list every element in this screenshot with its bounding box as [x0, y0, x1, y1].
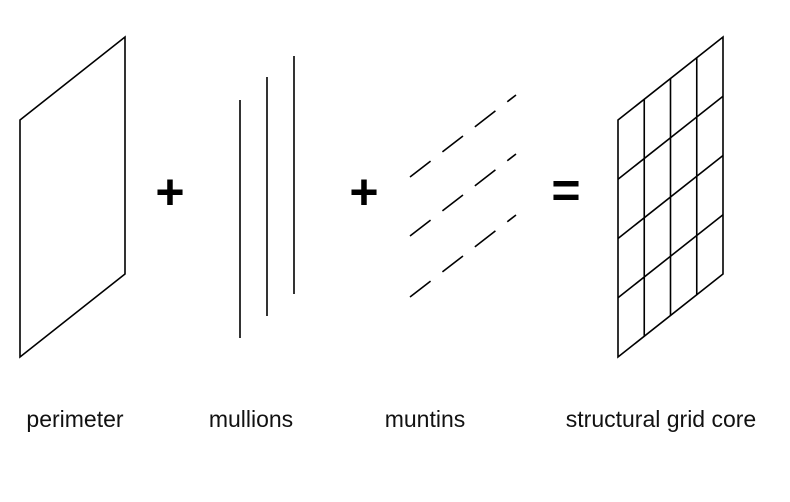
label-perimeter: perimeter — [26, 406, 124, 432]
perimeter-frame — [19, 35, 126, 359]
muntin-line — [409, 153, 517, 237]
label-mullions: mullions — [208, 406, 294, 432]
equals-operator: = — [551, 162, 581, 218]
grid-outline — [617, 35, 724, 359]
label-structural-grid-core: structural grid core — [565, 406, 757, 432]
muntin-line — [409, 94, 517, 178]
structural-grid-core — [617, 35, 724, 359]
grid-horizontal-line — [617, 214, 724, 299]
grid-horizontal-line — [617, 95, 724, 180]
muntins-group — [409, 94, 517, 298]
label-muntins: muntins — [384, 406, 466, 432]
muntin-line — [409, 214, 517, 298]
grid-horizontal-line — [617, 154, 724, 240]
plus-operator-2: + — [349, 164, 379, 220]
mullions-group — [239, 56, 295, 338]
plus-operator-1: + — [155, 164, 185, 220]
